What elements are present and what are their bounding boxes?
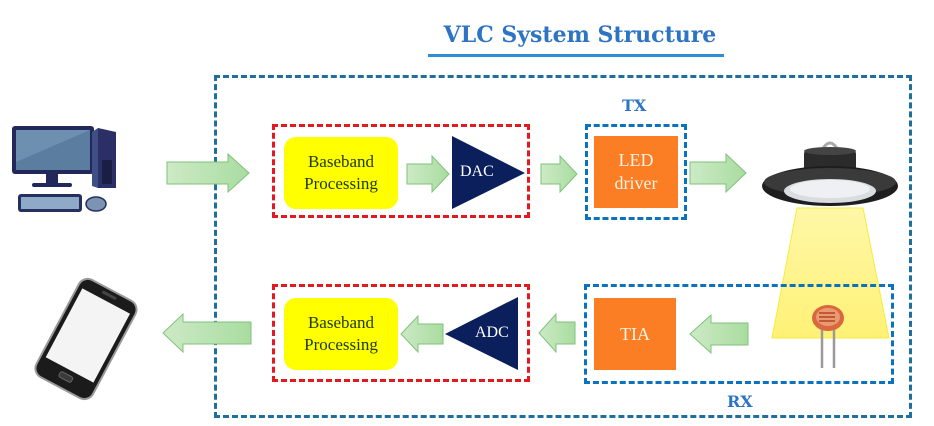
led-driver-line2: driver	[614, 173, 658, 193]
rx-baseband-processing-block: Baseband Processing	[284, 298, 398, 370]
rx-baseband-line1: Baseband	[307, 313, 375, 332]
desktop-computer-icon	[12, 126, 116, 212]
led-lamp-icon	[762, 141, 898, 206]
dac-label: DAC	[460, 163, 494, 180]
arrow-detector-to-tia	[689, 313, 749, 355]
led-driver-block: LED driver	[594, 136, 678, 208]
tx-baseband-line2: Processing	[304, 174, 378, 193]
light-beam	[771, 207, 890, 339]
tx-baseband-processing-block: Baseband Processing	[284, 137, 398, 209]
tia-label: TIA	[620, 323, 650, 344]
led-driver-line1: LED	[618, 150, 654, 170]
adc-triangle	[445, 297, 518, 370]
smartphone-icon	[34, 277, 138, 401]
rx-analog-group	[584, 284, 894, 384]
tx-baseband-line1: Baseband	[307, 152, 375, 171]
arrow-baseband-to-dac	[406, 154, 450, 194]
rx-label: RX	[727, 392, 753, 411]
tia-block: TIA	[594, 298, 676, 370]
rx-digital-group	[272, 284, 530, 382]
title-underline	[428, 54, 724, 57]
tx-analog-group	[585, 124, 687, 220]
arrow-tia-to-adc	[538, 312, 576, 354]
tx-label: TX	[622, 96, 647, 115]
tx-digital-group	[272, 124, 530, 218]
photodetector-icon	[812, 305, 844, 368]
adc-label: ADC	[475, 324, 509, 341]
dac-triangle	[452, 136, 525, 209]
arrow-computer-to-tx	[166, 152, 250, 194]
arrow-adc-to-baseband	[400, 314, 444, 354]
diagram-title: VLC System Structure	[443, 22, 717, 48]
system-boundary	[214, 75, 912, 418]
arrow-dac-to-led-driver	[540, 154, 578, 194]
rx-baseband-line2: Processing	[304, 335, 378, 354]
arrow-rx-to-phone	[162, 312, 252, 354]
arrow-driver-to-lamp	[689, 152, 747, 194]
